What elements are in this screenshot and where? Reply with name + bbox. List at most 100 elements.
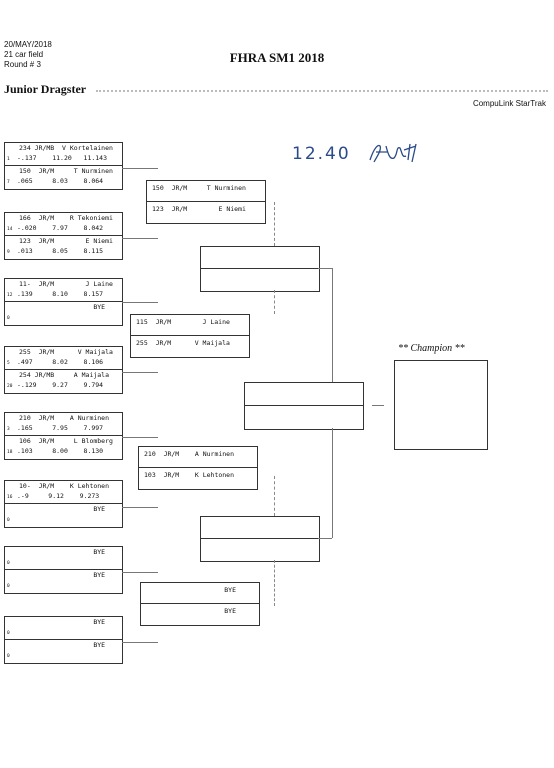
racer-line: 234 JR/MB V Kortelainen [19,144,113,152]
brand-label: CompuLink StarTrak [472,99,546,108]
racer-slot: 11- JR/M J Laine 12 .139 8.10 8.157 [5,279,122,302]
racer-slot: 123 JR/M E Niemi [147,202,265,223]
lane-number: 3 [7,427,10,432]
racer-line: 103 JR/M K Lehtonen [144,471,235,479]
racer-slot: BYE 0 [5,504,122,527]
timing-line: -.020 7.97 8.042 [17,224,104,232]
racer-slot: 115 JR/M J Laine [131,315,249,336]
racer-line: BYE [19,571,106,579]
lane-number: 9 [7,250,10,255]
round1-pair: 210 JR/M A Nurminen 3 .165 7.95 7.997 106 J… [4,412,123,460]
round2-pair: 210 JR/M A Nurminen 103 JR/M K Lehtonen [138,446,258,490]
racer-line: 11- JR/M J Laine [19,280,113,288]
racer-slot: 106 JR/M L Blomberg 18 .103 8.00 8.130 [5,436,122,459]
racer-slot: 10- JR/M K Lehtonen 16 .-9 9.12 9.273 [5,481,122,504]
round-number: Round # 3 [4,60,41,69]
lane-number: 12 [7,293,13,298]
racer-line: 254 JR/MB A Maijala [19,371,110,379]
racer-slot: 210 JR/M A Nurminen 3 .165 7.95 7.997 [5,413,122,436]
racer-line: BYE [19,548,106,556]
page-title: FHRA SM1 2018 [229,50,325,65]
timing-line: .065 8.03 8.064 [17,177,104,185]
racer-line: BYE [146,586,237,594]
racer-line: BYE [146,607,237,615]
racer-line: 150 JR/M T Nurminen [152,184,246,192]
class-title: Junior Dragster [4,82,87,96]
champion-box [394,360,488,450]
timing-line: .139 8.10 8.157 [17,290,104,298]
racer-slot: 103 JR/M K Lehtonen [139,468,257,489]
racer-line: BYE [19,618,106,626]
racer-line: 255 JR/M V Maijala [19,348,113,356]
round1-pair: BYE 0 BYE 0 [4,616,123,664]
round3-box-1 [200,246,320,292]
handwritten-signature [369,143,417,163]
round1-pair: 166 JR/M R Tekoniemi 14 -.020 7.97 8.042 12… [4,212,123,260]
lane-number: 0 [7,631,10,636]
lane-number: 0 [7,518,10,523]
racer-line: 10- JR/M K Lehtonen [19,482,110,490]
lane-number: 0 [7,316,10,321]
racer-line: 210 JR/M A Nurminen [19,414,110,422]
final-slot [245,383,363,406]
racer-slot: 166 JR/M R Tekoniemi 14 -.020 7.97 8.042 [5,213,122,236]
racer-line: BYE [19,641,106,649]
racer-slot: 255 JR/M V Maijala 5 .497 8.02 8.106 [5,347,122,370]
racer-line: BYE [19,303,106,311]
racer-line: 210 JR/M A Nurminen [144,450,235,458]
racer-line: 166 JR/M R Tekoniemi [19,214,113,222]
racer-slot: 255 JR/M V Maijala [131,336,249,357]
lane-number: 1 [7,157,10,162]
racer-line: 115 JR/M J Laine [136,318,230,326]
racer-slot: 150 JR/M T Nurminen [147,181,265,202]
round3-slot [201,539,319,561]
timing-line: .497 8.02 8.106 [17,358,104,366]
timing-line: -.137 11.20 11.143 [17,154,108,162]
lane-number: 0 [7,654,10,659]
round2-pair: BYE BYE [140,582,260,626]
racer-slot: 254 JR/MB A Maijala 20 -.129 9.27 9.794 [5,370,122,393]
lane-number: 0 [7,561,10,566]
field-size: 21 car field [4,50,44,59]
round2-pair: 115 JR/M J Laine 255 JR/M V Maijala [130,314,250,358]
racer-slot: BYE 0 [5,547,122,570]
lane-number: 20 [7,384,13,389]
racer-line: 255 JR/M V Maijala [136,339,230,347]
round1-pair: 255 JR/M V Maijala 5 .497 8.02 8.106 254 JR… [4,346,123,394]
round3-slot [201,247,319,269]
event-date: 20/MAY/2018 [4,40,52,49]
timing-line: .-9 9.12 9.273 [17,492,100,500]
timing-line: -.129 9.27 9.794 [17,381,104,389]
timing-line: .103 8.00 8.130 [17,447,104,455]
lane-number: 18 [7,450,13,455]
round3-slot [201,269,319,291]
final-slot [245,406,363,429]
event-info: 20/MAY/2018 21 car field Round # 3 [4,40,52,70]
champion-label: ** Champion ** [398,343,465,354]
timing-line: .165 7.95 7.997 [17,424,104,432]
racer-slot: 210 JR/M A Nurminen [139,447,257,468]
lane-number: 5 [7,361,10,366]
racer-slot: 150 JR/M T Nurminen 7 .065 8.03 8.064 [5,166,122,189]
racer-slot: 123 JR/M E Niemi 9 .013 8.05 8.115 [5,236,122,259]
racer-line: 123 JR/M E Niemi [19,237,113,245]
racer-slot: BYE 0 [5,640,122,663]
round3-box-2 [200,516,320,562]
racer-line: 106 JR/M L Blomberg [19,437,113,445]
round1-pair: 10- JR/M K Lehtonen 16 .-9 9.12 9.273 BYE 0 [4,480,123,528]
lane-number: 7 [7,180,10,185]
racer-slot: 234 JR/MB V Kortelainen 1 -.137 11.20 11.1… [5,143,122,166]
racer-line: BYE [19,505,106,513]
racer-line: 150 JR/M T Nurminen [19,167,113,175]
round1-pair: 234 JR/MB V Kortelainen 1 -.137 11.20 11.1… [4,142,123,190]
lane-number: 14 [7,227,13,232]
lane-number: 16 [7,495,13,500]
racer-slot: BYE [141,583,259,604]
racer-line: 123 JR/M E Niemi [152,205,246,213]
racer-slot: BYE 0 [5,617,122,640]
dotted-rule [96,90,548,92]
handwritten-note: 12.40 [292,144,351,164]
timing-line: .013 8.05 8.115 [17,247,104,255]
